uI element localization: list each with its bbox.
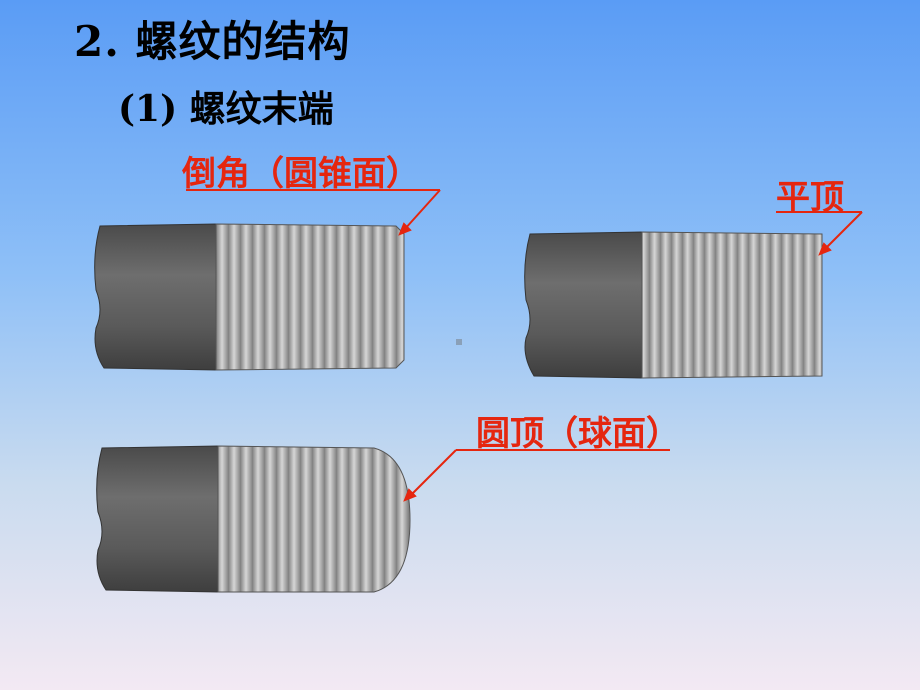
label-round: 圆顶（球面） — [476, 414, 680, 454]
label-chamfer: 倒角（圆锥面） — [182, 154, 420, 194]
leader-flat — [776, 211, 863, 256]
slide-subtitle: (1) 螺纹末端 — [118, 88, 334, 130]
leader-round — [403, 449, 670, 502]
leader-chamfer — [186, 189, 441, 236]
label-flat: 平顶 — [776, 178, 844, 218]
bolt-chamfer — [94, 223, 405, 371]
slide-title: 2. 螺纹的结构 — [74, 17, 351, 66]
bolt-flat — [524, 231, 823, 379]
center-dot — [456, 339, 462, 345]
bolt-round — [96, 445, 411, 593]
